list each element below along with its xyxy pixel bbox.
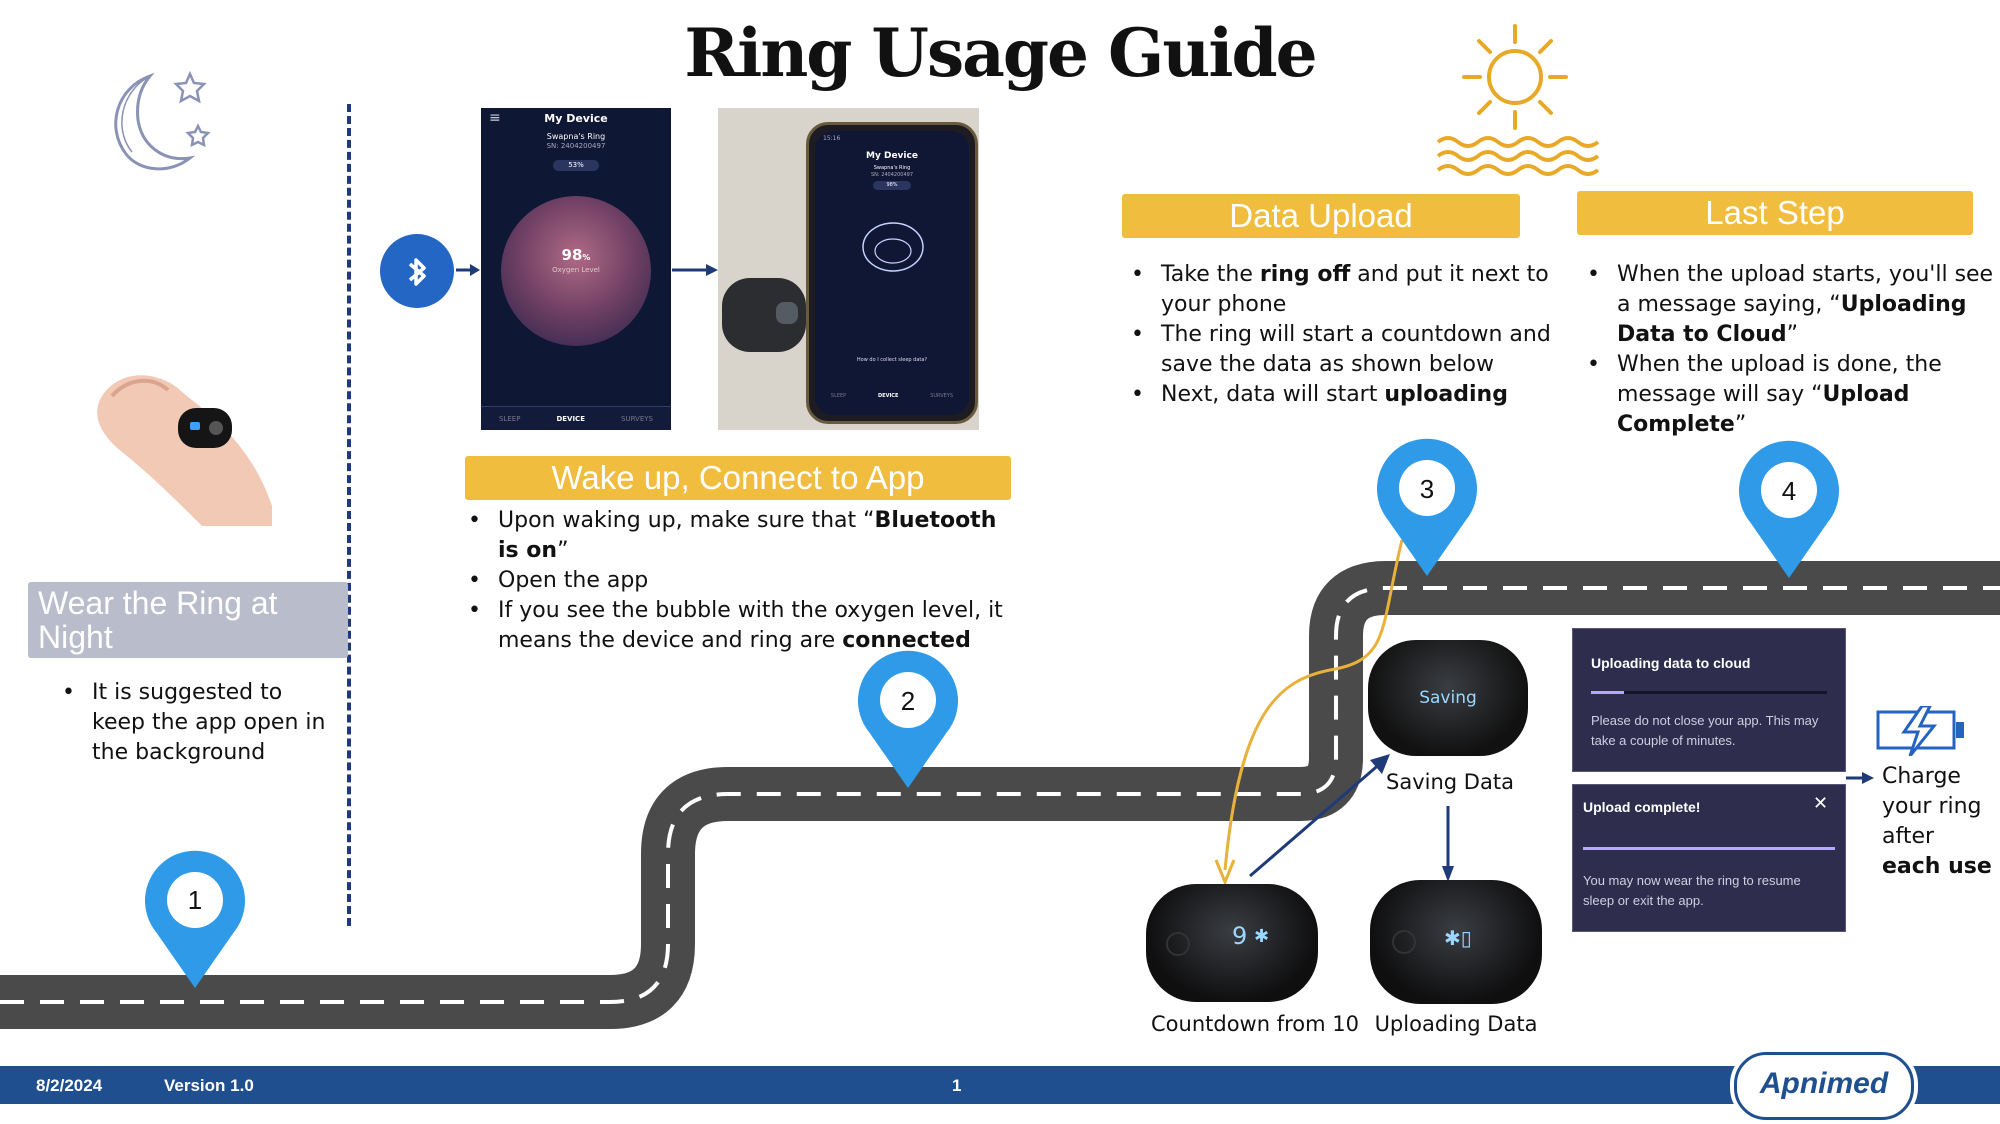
ring-name: Swapna's Ring	[546, 132, 606, 141]
bluetooth-icon	[380, 234, 454, 308]
battery-badge: 53%	[553, 160, 599, 171]
upload-bullet-1: Take the ring off and put it next to you…	[1131, 260, 1561, 320]
photo-ring-name: Swapna's Ring	[873, 165, 911, 171]
upload-progress-fill	[1591, 691, 1625, 694]
saving-caption: Saving Data	[1386, 770, 1514, 794]
saving-display: Saving	[1419, 688, 1477, 708]
arrow-down-icon	[1442, 806, 1454, 882]
uploading-panel: Uploading data to cloud Please do not cl…	[1572, 628, 1846, 772]
photo-tab-device[interactable]: DEVICE	[878, 393, 899, 399]
upload-heading: Data Upload	[1122, 194, 1520, 238]
pin-4-label: 4	[1781, 476, 1797, 506]
pin-2-label: 2	[900, 686, 916, 716]
pin-3-label: 3	[1419, 474, 1435, 504]
moon-stars-icon	[114, 70, 211, 171]
footer-version: Version 1.0	[164, 1076, 254, 1095]
last-step-heading: Last Step	[1577, 191, 1973, 235]
phone-photo: 15:16 My Device Swapna's Ring SN: 240420…	[718, 108, 979, 430]
charge-text: Charge your ring after each use	[1882, 764, 1992, 879]
phone-device: 15:16 My Device Swapna's Ring SN: 240420…	[806, 122, 978, 424]
menu-icon: ≡	[489, 110, 501, 126]
footer-date: 8/2/2024	[36, 1076, 103, 1095]
connect-heading: Wake up, Connect to App	[465, 456, 1011, 500]
last-step-bullet-2: When the upload is done, the message wil…	[1587, 350, 2000, 440]
ring-outline-icon	[862, 222, 924, 272]
phone-header: My Device	[544, 112, 608, 125]
last-step-bullets: When the upload starts, you'll see a mes…	[1583, 260, 2000, 440]
wear-heading: Wear the Ring at Night	[28, 582, 348, 658]
tab-sleep[interactable]: SLEEP	[499, 415, 521, 423]
pin-3	[1377, 438, 1477, 576]
countdown-display: 9	[1232, 922, 1248, 950]
pin-1-label: 1	[187, 885, 203, 915]
complete-panel: Upload complete! ✕ You may now wear the …	[1572, 784, 1846, 932]
phone-tab-bar: SLEEP DEVICE SURVEYS	[481, 406, 671, 430]
connect-bullet-2: Open the app	[468, 566, 1018, 596]
tab-surveys[interactable]: SURVEYS	[621, 415, 653, 423]
arrow-right-icon	[1846, 772, 1874, 784]
footer-bar	[0, 1066, 2000, 1104]
photo-serial: SN: 2404200497	[871, 172, 913, 178]
photo-header: My Device	[866, 151, 918, 161]
connect-bullets: Upon waking up, make sure that “Bluetoot…	[464, 506, 1018, 656]
wear-bullets: It is suggested to keep the app open in …	[58, 678, 332, 768]
apnimed-logo: Apnimed	[1734, 1052, 1914, 1120]
phone-screenshot: ≡ My Device Swapna's Ring SN: 2404200497…	[481, 108, 671, 430]
connect-bullet-1: Upon waking up, make sure that “Bluetoot…	[468, 506, 1018, 566]
upload-bullet-2: The ring will start a countdown and save…	[1131, 320, 1561, 380]
oxygen-value: 98%	[561, 246, 591, 264]
complete-progress	[1583, 847, 1835, 850]
divider	[347, 104, 351, 926]
oxygen-bubble	[501, 196, 651, 346]
uploading-title: Uploading data to cloud	[1591, 655, 1751, 671]
uploading-message: Please do not close your app. This may t…	[1591, 713, 1819, 748]
photo-tab-sleep[interactable]: SLEEP	[830, 393, 847, 399]
uploading-caption: Uploading Data	[1374, 1012, 1538, 1036]
hand-with-ring-image	[97, 375, 272, 526]
upload-display-icon: ✱▯	[1444, 926, 1472, 950]
pin-4	[1739, 440, 1839, 578]
wear-bullet: It is suggested to keep the app open in …	[62, 678, 332, 768]
ring-uploading-image: ✱▯	[1370, 880, 1542, 1004]
arrow-up-right-icon	[1249, 754, 1390, 878]
photo-tab-surveys[interactable]: SURVEYS	[930, 393, 954, 399]
bluetooth-small-icon: ✱	[1254, 926, 1270, 947]
arrow-right-icon	[456, 264, 480, 276]
last-step-bullet-1: When the upload starts, you'll see a mes…	[1587, 260, 2000, 350]
close-icon[interactable]: ✕	[1813, 793, 1829, 813]
photo-tab-bar: SLEEP DEVICE SURVEYS	[815, 393, 969, 399]
oxygen-label: Oxygen Level	[552, 266, 600, 274]
sun-icon	[1436, 24, 1600, 176]
complete-message: You may now wear the ring to resume slee…	[1583, 873, 1801, 908]
photo-help[interactable]: How do I collect sleep data?	[856, 357, 928, 363]
pin-1	[145, 850, 245, 988]
pin-2	[858, 650, 958, 788]
tab-device[interactable]: DEVICE	[556, 415, 585, 423]
upload-bullets: Take the ring off and put it next to you…	[1127, 260, 1561, 410]
countdown-caption: Countdown from 10	[1151, 1012, 1359, 1036]
page-title: Ring Usage Guide	[684, 14, 1317, 92]
connect-bullet-3: If you see the bubble with the oxygen le…	[468, 596, 1018, 656]
countdown-arrow	[1214, 539, 1404, 886]
upload-bullet-3: Next, data will start uploading	[1131, 380, 1561, 410]
ring-saving-image: Saving	[1368, 640, 1528, 756]
photo-battery: 98%	[873, 181, 911, 190]
complete-title: Upload complete!	[1583, 799, 1701, 815]
arrow-right-icon	[672, 264, 718, 276]
footer-page: 1	[952, 1076, 962, 1095]
serial-number: SN: 2404200497	[546, 142, 606, 150]
ring-photo	[722, 278, 806, 352]
phone-time: 15:16	[823, 135, 841, 142]
battery-charging-icon	[1876, 706, 1964, 756]
ring-countdown-image: 9 ✱	[1146, 884, 1318, 1002]
upload-progress-track	[1591, 691, 1827, 694]
